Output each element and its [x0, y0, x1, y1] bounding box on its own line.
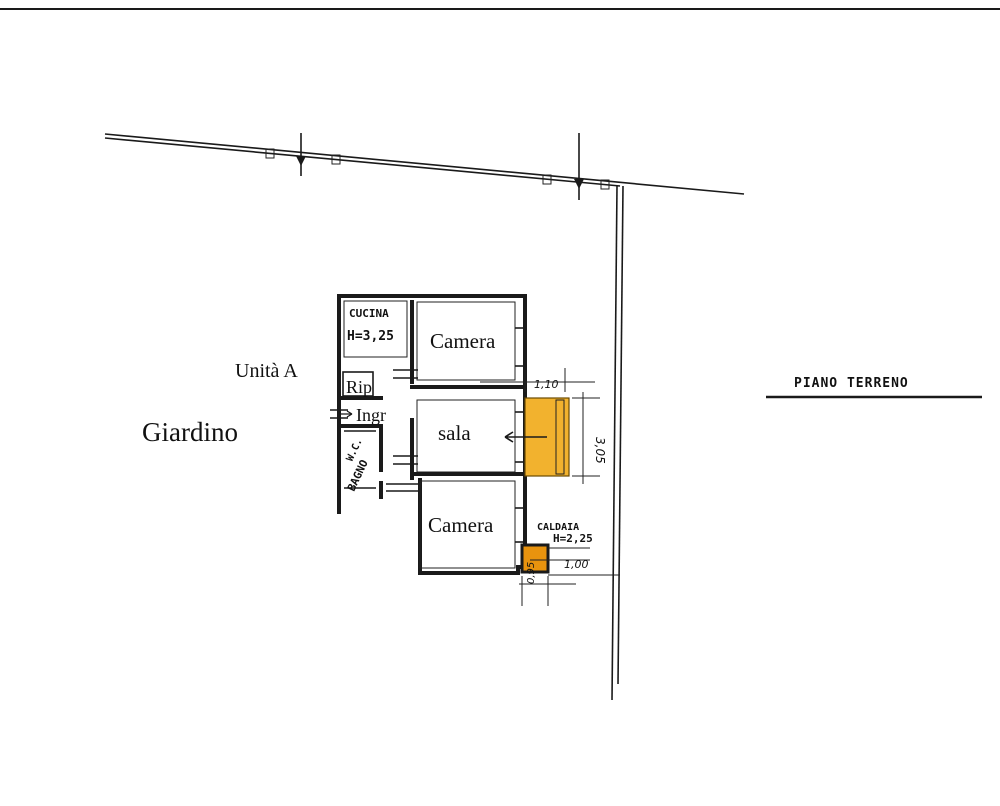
property-boundary [104, 133, 745, 200]
side-boundary [611, 185, 624, 701]
caldaia-fill [520, 543, 550, 574]
balcony-length-dimension: 3,05 [593, 437, 607, 464]
entrance-arrow-icon [338, 410, 353, 418]
balcony: 1,10 3,05 [480, 368, 607, 484]
room-label-camera-bottom: Camera [428, 513, 494, 537]
caldaia-width-dimension: 1,00 [564, 558, 589, 571]
garden-label: Giardino [142, 417, 238, 447]
boundary-arrow-icon [296, 156, 306, 166]
boundary-arrow-icon [574, 179, 584, 189]
room-label-cucina-height: H=3,25 [347, 329, 394, 344]
caldaia-depth-dimension: 0,95 [526, 562, 537, 584]
room-label-cucina: CUCINA [349, 307, 389, 320]
room-label-caldaia-height: H=2,25 [553, 532, 593, 545]
room-label-camera-top: Camera [430, 329, 496, 353]
room-label-ingr: Ingr [356, 405, 386, 425]
balcony-depth-dimension: 1,10 [534, 378, 559, 391]
room-label-rip: Rip [346, 377, 372, 397]
balcony-fill [524, 397, 570, 477]
room-label-sala: sala [438, 421, 471, 445]
floor-title: PIANO TERRENO [794, 376, 909, 391]
arrow-left-icon [504, 431, 547, 443]
unit-label: Unità A [235, 360, 298, 382]
caldaia: 1,00 0,95 [519, 543, 620, 606]
room-label-caldaia: CALDAIA [537, 522, 579, 533]
